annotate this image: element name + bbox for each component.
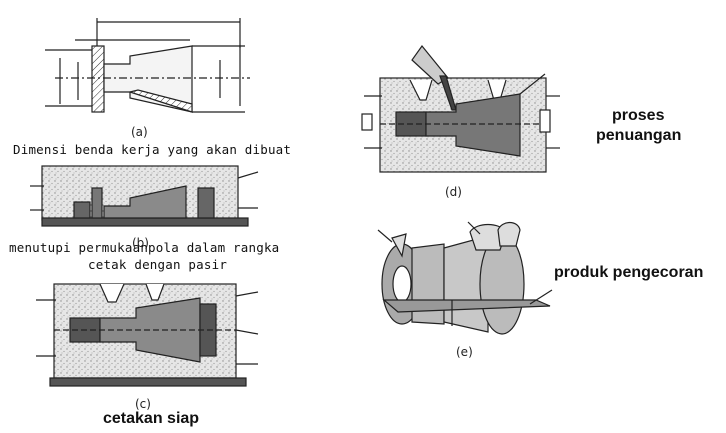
- caption-b: (b): [132, 236, 149, 250]
- drawing-d-pouring-process: [361, 45, 560, 173]
- label-pouring-line1: proses: [612, 107, 665, 124]
- drawing-e-casting-product: [377, 221, 553, 335]
- drawing-b-mold-covered-with-sand: [30, 165, 259, 227]
- caption-d: (d): [445, 185, 462, 199]
- label-pouring-line2: penuangan: [596, 127, 682, 144]
- label-cover-pattern-line2: cetak dengan pasir: [88, 257, 228, 272]
- label-cover-pattern-line1: menutupi permukaanpola dalam rangka: [9, 240, 280, 255]
- caption-a: (a): [131, 125, 148, 139]
- drawing-c-mold-ready: [36, 283, 259, 387]
- label-workpiece-dimensions: Dimensi benda kerja yang akan dibuat: [13, 142, 292, 157]
- label-mold-ready: cetakan siap: [103, 410, 200, 427]
- label-casting-product: produk pengecoran: [554, 264, 704, 281]
- caption-c: (c): [135, 397, 151, 411]
- drawing-a-workpiece-dimensions: [45, 18, 250, 113]
- caption-e: (e): [456, 345, 473, 359]
